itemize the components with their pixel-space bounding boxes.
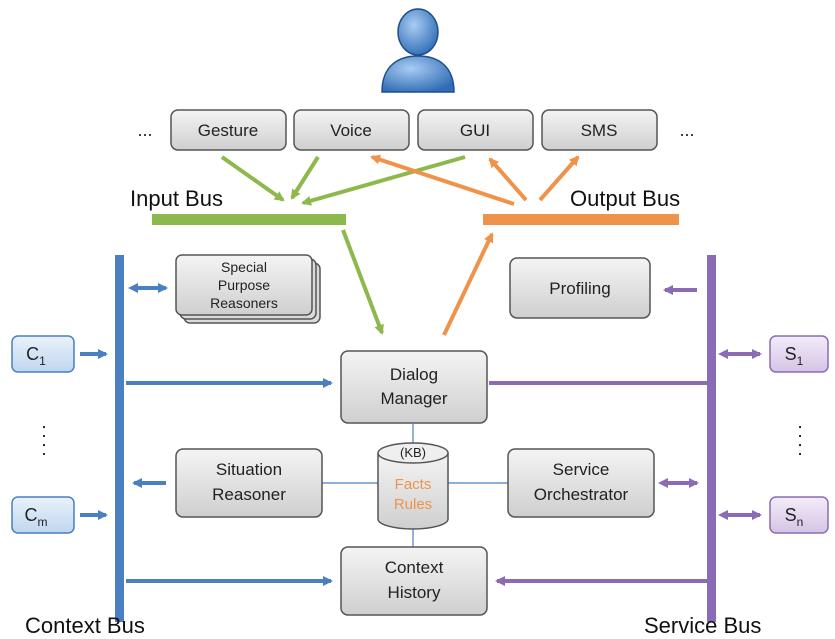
- special-reasoners-line3: Reasoners: [210, 295, 278, 311]
- context-bus: [115, 255, 124, 622]
- voice-label: Voice: [330, 121, 372, 140]
- special-purpose-reasoners-box: Special Purpose Reasoners: [175, 254, 321, 324]
- kb-rules: Rules: [394, 496, 432, 513]
- context-bus-label: Context Bus: [25, 613, 145, 638]
- cm-letter: C: [25, 505, 38, 525]
- service-source-s1: S1: [769, 335, 829, 373]
- output-arrows: [370, 154, 580, 336]
- special-reasoners-line2: Purpose: [218, 277, 270, 293]
- svg-text:S1: S1: [785, 344, 804, 368]
- context-sources-ellipsis-2: :: [41, 438, 47, 460]
- service-orchestrator-box: Service Orchestrator: [507, 448, 655, 518]
- kb-facts: Facts: [395, 476, 432, 493]
- gui-label: GUI: [460, 121, 490, 140]
- output-bus: [483, 214, 679, 225]
- service-orchestrator-line1: Service: [553, 460, 610, 479]
- modality-ellipsis-left: ...: [137, 120, 152, 140]
- context-source-c1: C1: [11, 335, 75, 373]
- situation-reasoner-line2: Reasoner: [212, 485, 286, 504]
- context-source-cm: Cm: [11, 496, 75, 534]
- knowledge-base-cylinder: (KB) Facts Rules: [377, 442, 449, 530]
- gesture-box: Gesture: [170, 109, 287, 151]
- service-bus: [707, 255, 716, 622]
- service-orchestrator-line2: Orchestrator: [534, 485, 629, 504]
- c1-subscript: 1: [39, 354, 46, 368]
- kb-connectors: [322, 423, 508, 548]
- input-bus-label: Input Bus: [130, 186, 223, 211]
- profiling-label: Profiling: [549, 279, 610, 298]
- context-sources-ellipsis: :: [41, 420, 47, 442]
- user-icon: [381, 8, 455, 93]
- svg-text:Cm: Cm: [25, 505, 48, 529]
- context-history-box: Context History: [340, 546, 488, 616]
- voice-box: Voice: [293, 109, 410, 151]
- sn-letter: S: [785, 505, 797, 525]
- gui-box: GUI: [417, 109, 534, 151]
- dialog-manager-line2: Manager: [380, 389, 447, 408]
- context-history-line1: Context: [385, 558, 444, 577]
- situation-reasoner-box: Situation Reasoner: [175, 448, 323, 518]
- situation-reasoner-line1: Situation: [216, 460, 282, 479]
- dialog-manager-box: Dialog Manager: [340, 350, 488, 424]
- sn-subscript: n: [797, 515, 804, 529]
- s1-subscript: 1: [797, 354, 804, 368]
- sms-box: SMS: [541, 109, 658, 151]
- output-bus-label: Output Bus: [570, 186, 680, 211]
- special-reasoners-line1: Special: [221, 259, 267, 275]
- service-sources-ellipsis: :: [797, 420, 803, 442]
- c1-letter: C: [26, 344, 39, 364]
- dialog-manager-line1: Dialog: [390, 365, 438, 384]
- gesture-label: Gesture: [198, 121, 258, 140]
- service-bus-label: Service Bus: [644, 613, 761, 638]
- service-source-sn: Sn: [769, 496, 829, 534]
- svg-text:Sn: Sn: [785, 505, 804, 529]
- s1-letter: S: [785, 344, 797, 364]
- service-sources-ellipsis-2: :: [797, 438, 803, 460]
- context-history-line2: History: [388, 583, 441, 602]
- cm-subscript: m: [38, 515, 48, 529]
- kb-label: (KB): [400, 445, 426, 460]
- input-bus: [152, 214, 346, 225]
- sms-label: SMS: [581, 121, 618, 140]
- svg-text:C1: C1: [26, 344, 46, 368]
- modality-ellipsis-right: ...: [679, 120, 694, 140]
- profiling-box: Profiling: [509, 257, 651, 319]
- input-arrows: [220, 155, 466, 335]
